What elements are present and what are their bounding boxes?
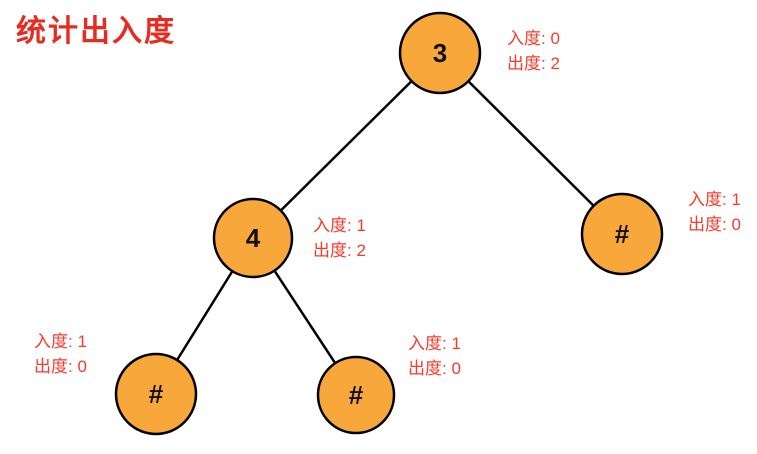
tree-edge-root-right: [467, 80, 595, 207]
degree-annotation-left-right-line2: 出度: 0: [408, 359, 461, 378]
page-title: 统计出入度: [16, 15, 176, 48]
tree-node-left-left: # 入度: 1 出度: 0: [34, 332, 198, 436]
tree-edge-left-left-left: [176, 270, 234, 361]
node-circle-right: [580, 192, 664, 276]
tree-edge-left-left-right: [273, 269, 337, 364]
node-value-root: 3: [433, 38, 447, 68]
tree-node-left-right: # 入度: 1 出度: 0: [316, 334, 461, 435]
node-circle-left-right: [316, 355, 396, 435]
tree-node-left: 4 入度: 1 出度: 2: [212, 197, 366, 279]
degree-annotation-left-line1: 入度: 1: [313, 216, 366, 235]
node-value-left-right: #: [349, 380, 364, 410]
node-value-left: 4: [246, 223, 261, 253]
node-circle-left-left: [114, 352, 198, 436]
degree-annotation-right-line2: 出度: 0: [688, 215, 741, 234]
degree-annotation-left-right-line1: 入度: 1: [408, 334, 461, 353]
node-value-right: #: [615, 219, 630, 249]
tree-node-right: # 入度: 1 出度: 0: [580, 190, 741, 276]
degree-annotation-root-line1: 入度: 0: [507, 29, 560, 48]
tree-edge-root-left: [279, 80, 413, 212]
node-circle-root: [398, 11, 482, 95]
degree-annotation-right-line1: 入度: 1: [688, 190, 741, 209]
node-value-left-left: #: [149, 379, 164, 409]
tree-node-root: 3 入度: 0 出度: 2: [398, 11, 560, 95]
node-circle-left: [212, 197, 294, 279]
degree-annotation-left-line2: 出度: 2: [313, 241, 366, 260]
degree-annotation-root-line2: 出度: 2: [507, 54, 560, 73]
degree-annotation-left-left-line2: 出度: 0: [34, 357, 87, 376]
degree-annotation-left-left-line1: 入度: 1: [34, 332, 87, 351]
